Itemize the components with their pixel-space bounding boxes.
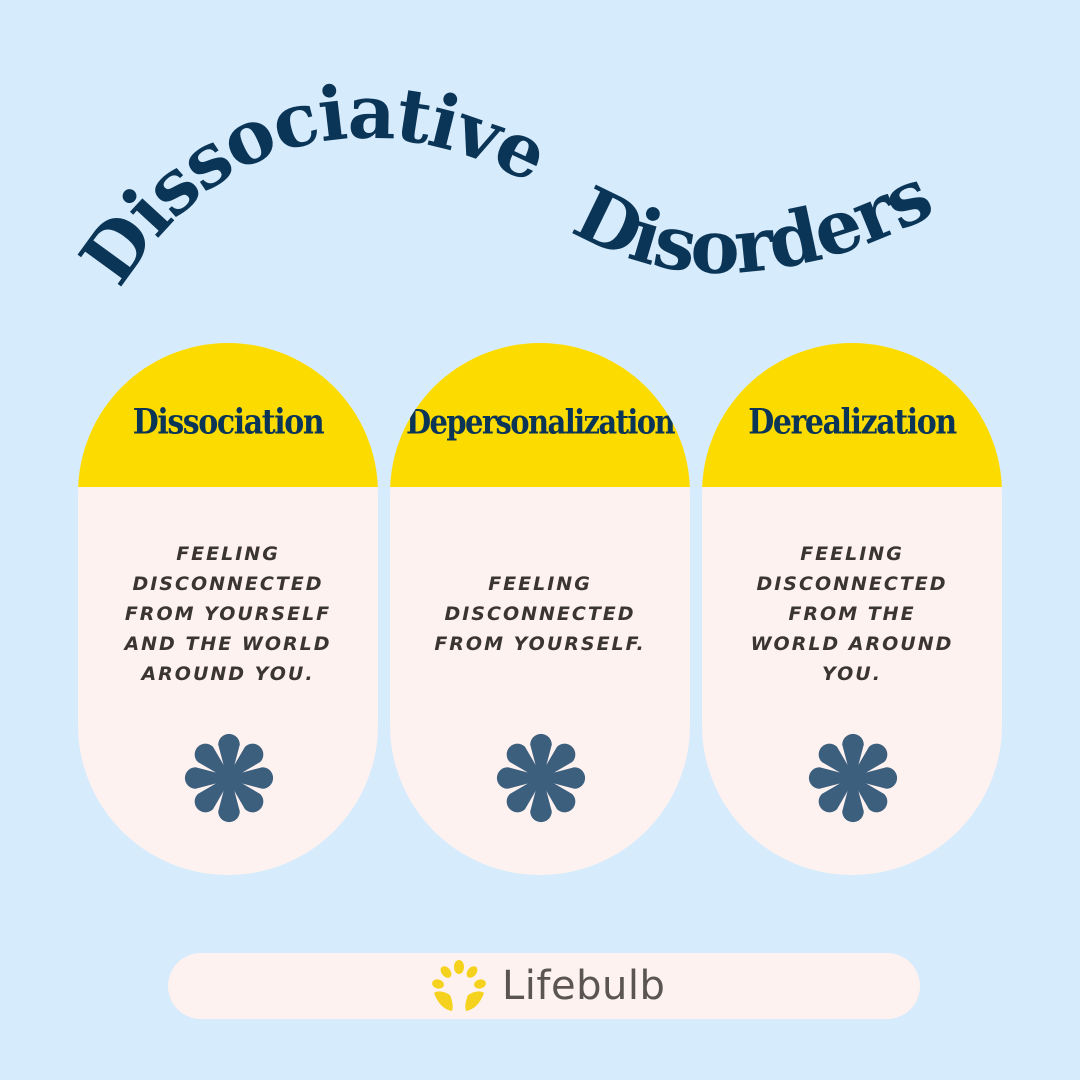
card-derealization: Derealization FEELING DISCONNECTED FROM …: [702, 343, 1002, 875]
card-cap: [390, 343, 690, 487]
title-part-2: Disorders: [561, 152, 943, 291]
description-line: FROM THE: [788, 603, 916, 625]
title-part-1: Dissociative: [64, 70, 559, 300]
description-line: AND THE WORLD: [124, 633, 332, 655]
card-heading: Derealization: [748, 402, 957, 443]
card-heading: Dissociation: [132, 402, 325, 443]
lifebulb-logo: Lifebulb: [430, 959, 665, 1013]
flower-icon: [496, 733, 586, 823]
card-description: FEELING DISCONNECTED FROM YOURSELF.: [410, 569, 670, 659]
description-line: FROM YOURSELF: [124, 603, 332, 625]
card-dissociation: Dissociation FEELING DISCONNECTED FROM Y…: [78, 343, 378, 875]
flower-icon: [184, 733, 274, 823]
card-depersonalization: Depersonalization FEELING DISCONNECTED F…: [390, 343, 690, 875]
description-line: YOU.: [822, 663, 882, 685]
description-line: DISCONNECTED: [444, 603, 636, 625]
page-title: Dissociative Disorders: [64, 70, 945, 300]
card-cap: [702, 343, 1002, 487]
description-line: FEELING: [800, 543, 904, 565]
flower-icon: [808, 733, 898, 823]
card-heading: Depersonalization: [405, 402, 676, 442]
description-line: FEELING: [176, 543, 280, 565]
description-line: WORLD AROUND: [750, 633, 954, 655]
card-description: FEELING DISCONNECTED FROM THE WORLD AROU…: [722, 539, 982, 689]
sun-leaves-icon: [432, 960, 486, 1011]
description-line: AROUND YOU.: [141, 663, 315, 685]
description-line: FROM YOURSELF.: [434, 633, 646, 655]
brand-name: Lifebulb: [502, 963, 666, 1009]
description-line: FEELING: [488, 573, 592, 595]
footer-brand-bar: Lifebulb: [168, 953, 920, 1019]
card-description: FEELING DISCONNECTED FROM YOURSELF AND T…: [98, 539, 358, 689]
description-line: DISCONNECTED: [132, 573, 324, 595]
description-line: DISCONNECTED: [756, 573, 948, 595]
card-cap: [78, 343, 378, 487]
